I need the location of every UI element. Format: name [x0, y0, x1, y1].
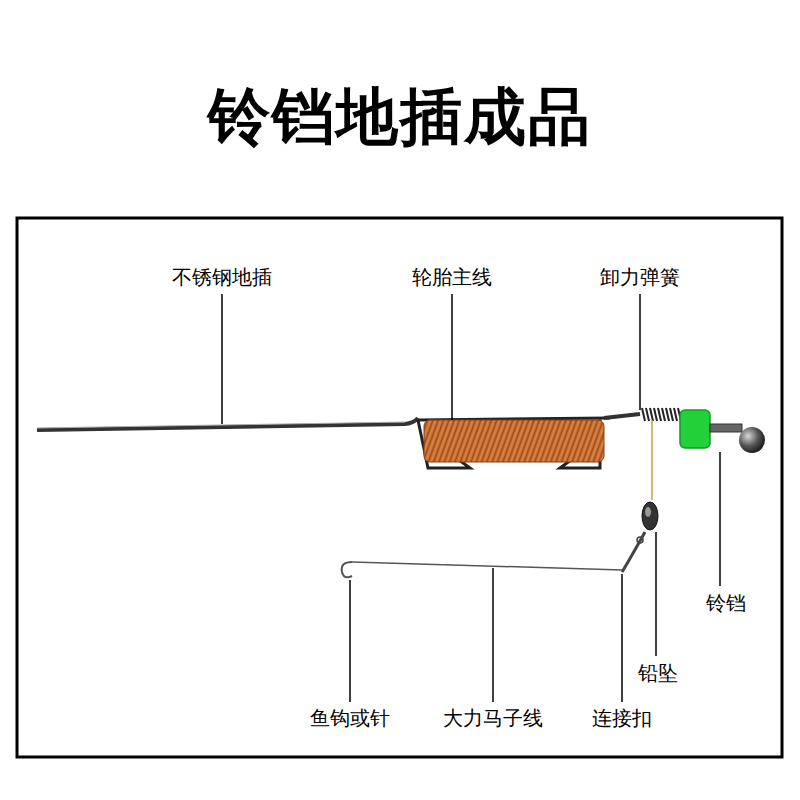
bell [739, 427, 765, 453]
callout-label: 鱼钩或针 [308, 706, 392, 730]
callout-label: 大力马子线 [441, 706, 545, 730]
callout-label: 不锈钢地插 [170, 265, 274, 289]
title: 铃铛地插成品 [208, 75, 592, 159]
bell-holder [680, 410, 710, 448]
callout-label: 卸力弹簧 [598, 265, 682, 289]
frame [17, 218, 782, 757]
callout-label: 连接扣 [590, 706, 654, 730]
leader-line [352, 562, 622, 570]
callout-leaders [222, 294, 720, 702]
sinker [642, 502, 658, 530]
callout-label: 轮胎主线 [410, 265, 494, 289]
spool-frame [418, 418, 610, 468]
hook [342, 562, 352, 577]
main-line-spool [424, 420, 604, 462]
swivel [622, 532, 645, 572]
line [651, 420, 653, 500]
spring [642, 408, 681, 421]
callout-label: 铃铛 [704, 591, 748, 615]
callout-label: 铅坠 [636, 661, 680, 685]
stake-rod [37, 418, 418, 430]
